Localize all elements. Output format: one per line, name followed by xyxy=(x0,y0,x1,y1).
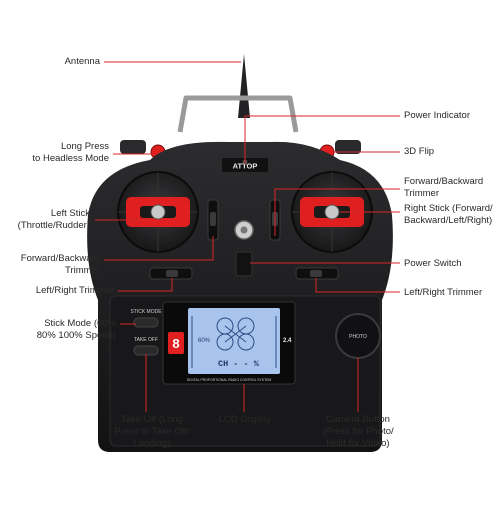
lcd-channel: CH - - % xyxy=(218,359,260,369)
leader-fb-trimmer-left xyxy=(104,236,214,261)
take-off-button xyxy=(133,345,159,356)
label-take-off: Take Off (Long Press to Take Off/ Landin… xyxy=(114,414,190,449)
shoulder-button-right xyxy=(335,140,361,154)
label-left-stick: Left Stick (Throttle/Rudder) xyxy=(17,208,90,231)
label-flip: 3D Flip xyxy=(404,146,435,157)
leader-fb-trimmer-right xyxy=(274,188,400,236)
leader-lr-trimmer-right xyxy=(315,278,400,293)
system-strip xyxy=(167,376,291,382)
model-badge: 8 xyxy=(172,336,179,351)
lcd-value: 60% xyxy=(198,338,211,344)
lcd-screen xyxy=(188,308,280,374)
system-text: DIGITAL PROPORTIONAL RADIO CONTROL SYSTE… xyxy=(187,378,272,382)
brand-plate xyxy=(222,158,268,172)
leader-lr-trimmer-left xyxy=(118,278,173,292)
brand-text: ATTOP xyxy=(233,162,258,171)
leader-power-indicator xyxy=(244,115,400,164)
lcd-drone-icon xyxy=(216,317,255,351)
label-stick-mode: Stick Mode (60% 80% 100% Speed) xyxy=(36,318,116,341)
shoulder-button-left xyxy=(120,140,146,154)
label-lcd-display: LCD Display xyxy=(218,414,272,425)
photo-text: PHOTO xyxy=(349,334,367,340)
band-text: 2.4 xyxy=(283,338,292,344)
stick-mode-button xyxy=(133,317,159,328)
right-stick-knob xyxy=(324,204,340,220)
label-antenna: Antenna xyxy=(64,56,100,67)
label-fb-trimmer-left: Forward/Backward Trimmer xyxy=(20,253,100,276)
model-badge-bg xyxy=(168,332,184,354)
label-right-stick: Right Stick (Forward/ Backward/Left/Righ… xyxy=(404,203,493,226)
left-stick-knob xyxy=(150,204,166,220)
label-lr-trimmer-right: Left/Right Trimmer xyxy=(404,287,483,298)
take-off-text: TAKE OFF xyxy=(134,337,158,343)
label-camera-button: Camera Button (Press for Photo/ Hold for… xyxy=(322,414,394,449)
label-long-press: Long Press to Headless Mode xyxy=(32,141,109,164)
label-lr-trimmer-left: Left/Right Trimmer xyxy=(35,285,114,296)
handle xyxy=(177,95,299,133)
label-fb-trimmer-right: Forward/Backward Trimmer xyxy=(404,176,484,199)
label-power-switch: Power Switch xyxy=(404,258,462,269)
stick-mode-text: STICK MODE xyxy=(130,309,162,315)
label-power-indicator: Power Indicator xyxy=(404,110,471,121)
antenna xyxy=(238,54,250,118)
